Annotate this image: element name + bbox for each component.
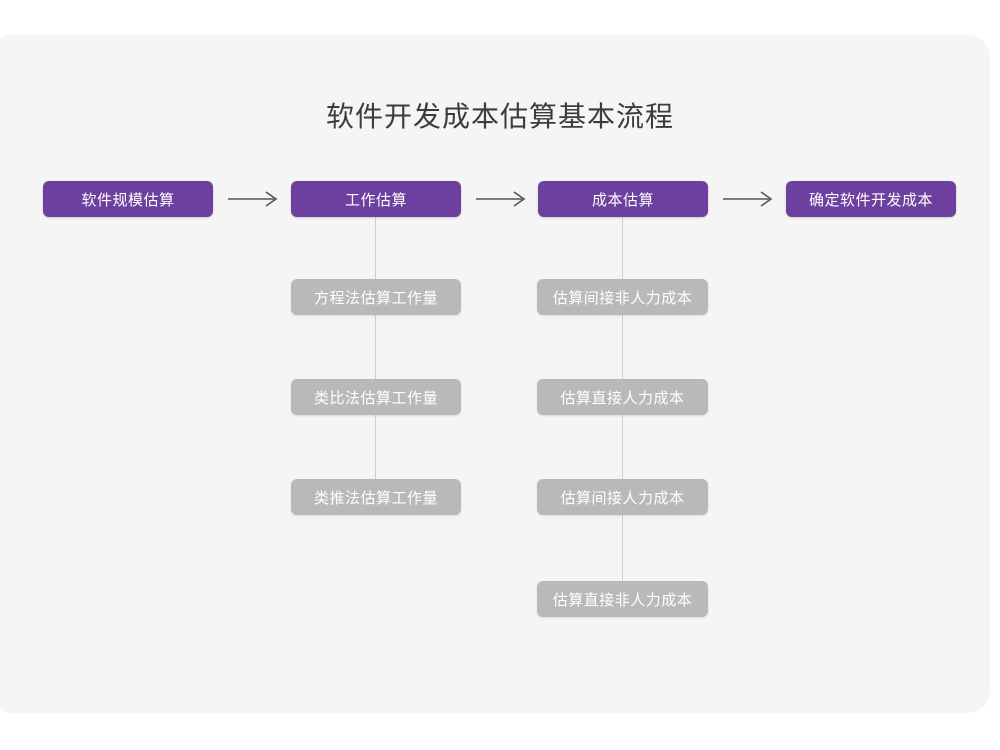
flow-subnode-label: 估算直接人力成本 — [560, 389, 685, 407]
flow-subnode-label: 类推法估算工作量 — [313, 489, 438, 507]
flow-subnode-stage-3-sub-4[interactable]: 估算直接非人力成本 — [537, 581, 708, 617]
flow-subnode-label: 估算直接非人力成本 — [552, 591, 693, 609]
flow-node-stage-3[interactable]: 成本估算 — [538, 181, 708, 217]
arrow-right-icon-3 — [721, 190, 775, 208]
flow-subnode-label: 方程法估算工作量 — [313, 289, 438, 307]
flow-subnode-label: 估算间接非人力成本 — [552, 289, 693, 307]
flow-node-label: 成本估算 — [591, 191, 654, 209]
flow-subnode-stage-3-sub-2[interactable]: 估算直接人力成本 — [537, 379, 708, 415]
flow-node-stage-1[interactable]: 软件规模估算 — [43, 181, 213, 217]
flow-node-stage-4[interactable]: 确定软件开发成本 — [786, 181, 956, 217]
flow-subnode-stage-3-sub-3[interactable]: 估算间接人力成本 — [537, 479, 708, 515]
flow-node-stage-2[interactable]: 工作估算 — [291, 181, 461, 217]
connector-line-stage-2 — [375, 217, 376, 509]
flow-node-label: 工作估算 — [344, 191, 407, 209]
flow-node-label: 确定软件开发成本 — [808, 191, 933, 209]
arrow-right-icon-1 — [226, 190, 280, 208]
flow-subnode-stage-2-sub-3[interactable]: 类推法估算工作量 — [291, 479, 461, 515]
flow-subnode-stage-2-sub-2[interactable]: 类比法估算工作量 — [291, 379, 461, 415]
flow-node-label: 软件规模估算 — [81, 191, 175, 209]
flow-subnode-stage-2-sub-1[interactable]: 方程法估算工作量 — [291, 279, 461, 315]
flow-subnode-label: 估算间接人力成本 — [560, 489, 685, 507]
flow-subnode-label: 类比法估算工作量 — [313, 389, 438, 407]
diagram-card — [0, 35, 990, 713]
arrow-right-icon-2 — [474, 190, 528, 208]
page-title: 软件开发成本估算基本流程 — [325, 101, 674, 132]
flow-subnode-stage-3-sub-1[interactable]: 估算间接非人力成本 — [537, 279, 708, 315]
